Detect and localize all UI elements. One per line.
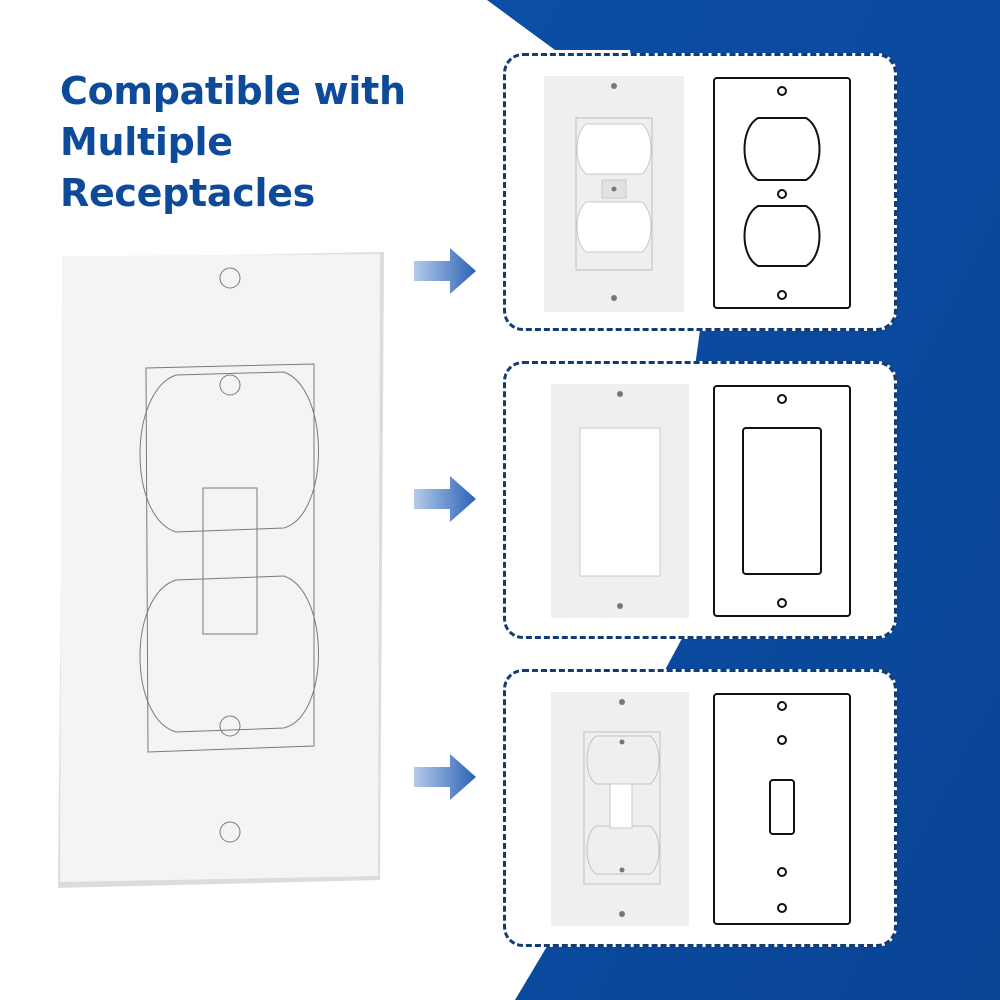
- duplex-foam-gasket: [544, 76, 684, 312]
- headline-line-3: Receptacles: [60, 171, 315, 215]
- toggle-foam-gasket: [551, 692, 689, 926]
- decora-illustration: [551, 384, 851, 618]
- panel-toggle-switch: [503, 669, 897, 947]
- duplex-illustration: [544, 76, 851, 312]
- toggle-illustration: [551, 692, 851, 926]
- duplex-wallplate-outline: [713, 77, 851, 309]
- panel-duplex-receptacle: [503, 53, 897, 331]
- decora-foam-gasket: [551, 384, 689, 618]
- arrow-right-icon: [414, 476, 476, 522]
- arrow-right-icon: [414, 248, 476, 294]
- decora-wallplate-outline: [713, 385, 851, 617]
- headline-line-2: Multiple: [60, 120, 233, 164]
- toggle-wallplate-outline: [713, 693, 851, 925]
- headline: Compatible with Multiple Receptacles: [60, 66, 460, 219]
- headline-line-1: Compatible with: [60, 69, 406, 113]
- panel-decora-receptacle: [503, 361, 897, 639]
- arrow-right-icon: [414, 754, 476, 800]
- large-foam-gasket: [58, 252, 384, 888]
